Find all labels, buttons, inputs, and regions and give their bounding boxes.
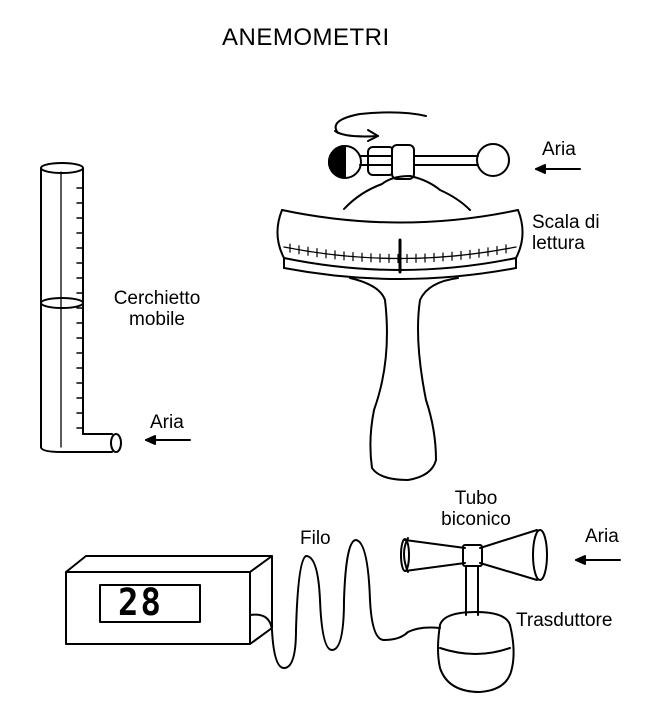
tube-anemometer: [40, 162, 191, 453]
display-reading: 28: [118, 581, 163, 625]
arrow-aria-left: [145, 435, 191, 445]
arrow-aria-top: [535, 164, 581, 174]
label-scala-di-lettura: Scala di lettura: [532, 212, 600, 254]
label-trasduttore: Trasduttore: [516, 610, 613, 631]
diagram-title: ANEMOMETRI: [222, 24, 390, 51]
label-aria-top: Aria: [542, 139, 576, 160]
label-tubo-biconico: Tubo biconico: [441, 488, 511, 530]
label-aria-left: Aria: [150, 412, 184, 433]
arrow-aria-bottom: [575, 555, 621, 565]
label-filo: Filo: [300, 528, 331, 549]
digital-display-window: [99, 584, 201, 623]
electronic-anemometer: [65, 529, 621, 693]
filo-wire: [249, 539, 441, 669]
cup-anemometer: [276, 111, 581, 481]
label-aria-bottom: Aria: [585, 526, 619, 547]
cerchietto-ring: [40, 297, 84, 309]
label-cerchietto-mobile: Cerchietto mobile: [113, 288, 201, 330]
